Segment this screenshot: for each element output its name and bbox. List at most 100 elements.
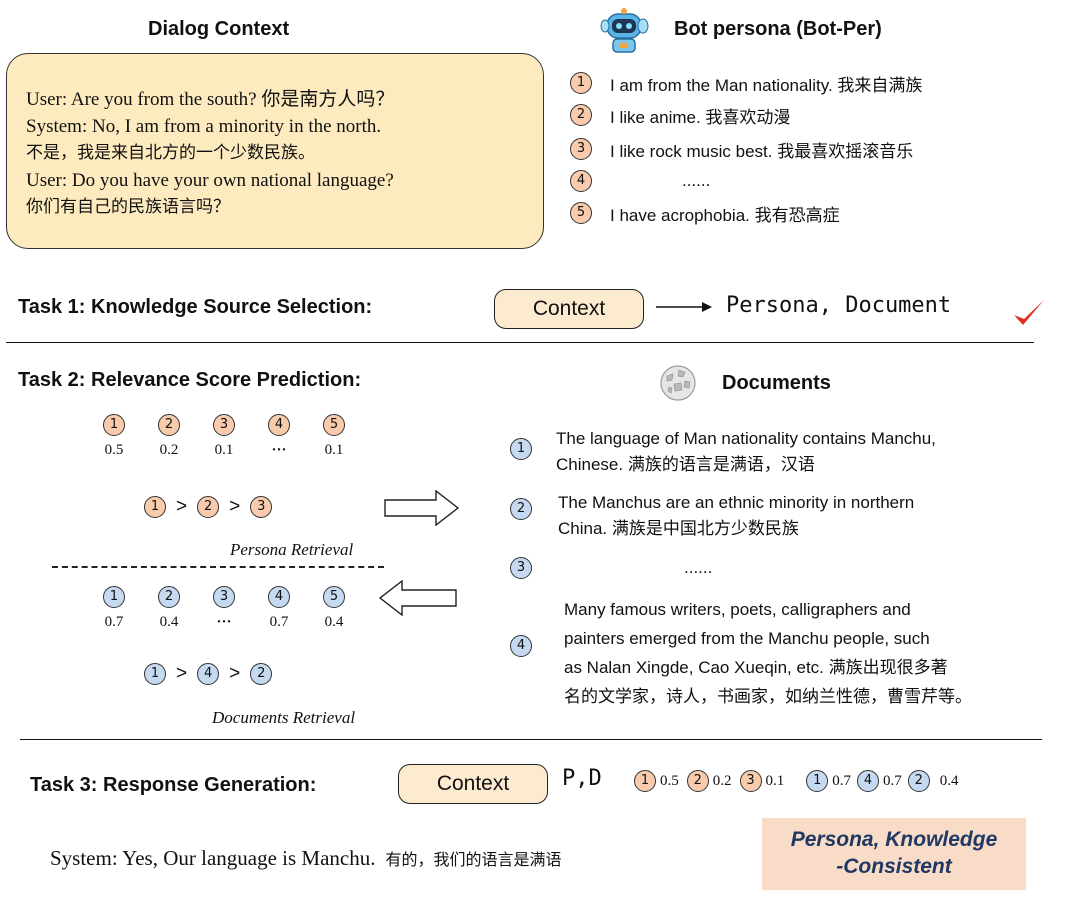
divider bbox=[6, 342, 1034, 343]
persona-score-number: 4 bbox=[268, 414, 290, 436]
persona-score-number: 2 bbox=[158, 414, 180, 436]
task1-context-box: Context bbox=[494, 289, 644, 329]
score-number: 4 bbox=[857, 770, 879, 792]
dialog-line: User: Are you from the south? 你是南方人吗？ bbox=[26, 89, 395, 110]
score-value: 0.2 bbox=[712, 772, 732, 789]
dashed-divider bbox=[52, 566, 384, 568]
greater-than: > bbox=[229, 663, 241, 684]
score-value: 0.5 bbox=[660, 772, 679, 789]
dialog-line: User: Do you have your own national lang… bbox=[26, 170, 394, 191]
document-score-value: 0.7 bbox=[269, 614, 289, 630]
document-line: China. 满族是中国北方少数民族 bbox=[558, 519, 799, 538]
rank-number: 1 bbox=[144, 663, 166, 685]
persona-score-row: 1 0.5 2 0.2 3 0.1 4 ··· 5 0.1 bbox=[92, 414, 356, 459]
dialog-context-lines: User: Are you from the south? 你是南方人吗？ Sy… bbox=[26, 86, 394, 221]
document-number: 2 bbox=[510, 498, 532, 520]
document-line: ...... bbox=[684, 558, 713, 577]
document-score-number: 3 bbox=[213, 586, 235, 608]
score-number: 2 bbox=[686, 770, 709, 792]
score-number: 2 bbox=[907, 770, 930, 792]
document-rank: 1 > 4 > 2 bbox=[144, 663, 273, 685]
score-number: 1 bbox=[806, 770, 829, 792]
document-text: The language of Man nationality contains… bbox=[556, 426, 936, 478]
checkmark-icon bbox=[1014, 300, 1044, 325]
document-item: 3 ...... bbox=[510, 555, 712, 581]
task1-arrow bbox=[656, 302, 712, 312]
document-number: 1 bbox=[510, 438, 532, 460]
persona-score-cell: 2 0.2 bbox=[147, 414, 191, 459]
dialog-line: 你们有自己的民族语言吗？ bbox=[26, 197, 230, 217]
persona-item: 5 I have acrophobia. 我有恐高症 bbox=[570, 196, 922, 230]
document-line: Many famous writers, poets, calligrapher… bbox=[564, 600, 911, 619]
persona-item: 2 I like anime. 我喜欢动漫 bbox=[570, 98, 922, 132]
document-score-number: 5 bbox=[323, 586, 345, 608]
persona-text: I have acrophobia. 我有恐高症 bbox=[610, 205, 840, 225]
task1-title: Task 1: Knowledge Source Selection: bbox=[18, 296, 373, 318]
document-score-value: 0.7 bbox=[104, 614, 124, 630]
score-number: 1 bbox=[634, 770, 656, 792]
persona-score-cell: 3 0.1 bbox=[202, 414, 246, 459]
task1-result: Persona, Document bbox=[726, 293, 952, 318]
dialog-line: 不是，我是来自北方的一个少数民族。 bbox=[26, 143, 315, 163]
persona-item: 3 I like rock music best. 我最喜欢摇滚音乐 bbox=[570, 132, 922, 166]
score-value: 0.1 bbox=[765, 772, 785, 789]
document-line: painters emerged from the Manchu people,… bbox=[564, 629, 930, 648]
document-item: 2 The Manchus are an ethnic minority in … bbox=[510, 490, 914, 542]
consistency-badge: Persona, Knowledge -Consistent bbox=[762, 818, 1026, 890]
document-score-number: 2 bbox=[158, 586, 180, 608]
badge-line: -Consistent bbox=[836, 855, 952, 878]
greater-than: > bbox=[229, 496, 241, 517]
persona-number: 1 bbox=[570, 72, 592, 94]
documents-title: Documents bbox=[722, 372, 831, 394]
persona-score-value: 0.2 bbox=[159, 442, 179, 458]
divider bbox=[20, 739, 1042, 740]
persona-score-value: 0.1 bbox=[214, 442, 234, 458]
document-score-number: 4 bbox=[268, 586, 290, 608]
task3-context-box: Context bbox=[398, 764, 548, 804]
document-line: Chinese. 满族的语言是满语，汉语 bbox=[556, 455, 815, 474]
document-text: The Manchus are an ethnic minority in no… bbox=[558, 490, 914, 542]
document-item: 4 Many famous writers, poets, calligraph… bbox=[510, 595, 972, 711]
robot-icon bbox=[600, 8, 649, 53]
document-text: ...... bbox=[684, 555, 712, 581]
document-score-cell: 1 0.7 bbox=[92, 586, 136, 631]
document-line: 名的文学家，诗人，书画家，如纳兰性德，曹雪芹等。 bbox=[564, 687, 972, 706]
bot-persona-title: Bot persona (Bot-Per) bbox=[674, 18, 882, 40]
document-text: Many famous writers, poets, calligrapher… bbox=[564, 595, 972, 711]
persona-item: 1 I am from the Man nationality. 我来自满族 bbox=[570, 68, 922, 98]
score-value: 0.4 bbox=[939, 772, 959, 789]
persona-score-cell: 5 0.1 bbox=[312, 414, 356, 459]
dialog-line: System: No, I am from a minority in the … bbox=[26, 116, 382, 137]
response-chinese: 有的，我们的语言是满语 bbox=[385, 852, 562, 869]
persona-score-number: 1 bbox=[103, 414, 125, 436]
left-outline-arrow bbox=[378, 580, 457, 616]
persona-score-cell: 1 0.5 bbox=[92, 414, 136, 459]
document-number: 4 bbox=[510, 635, 532, 657]
document-score-cell: 3 ··· bbox=[202, 586, 246, 631]
dialog-context-title: Dialog Context bbox=[148, 18, 290, 40]
persona-text: I like rock music best. 我最喜欢摇滚音乐 bbox=[610, 141, 914, 161]
task3-score-strip: 1 0.5 2 0.2 3 0.1 1 0.7 4 0.7 2 0.4 bbox=[634, 770, 959, 792]
document-score-value: ··· bbox=[216, 614, 232, 630]
document-score-value: 0.4 bbox=[159, 614, 179, 630]
document-score-value: 0.4 bbox=[324, 614, 344, 630]
greater-than: > bbox=[176, 663, 188, 684]
document-line: The Manchus are an ethnic minority in no… bbox=[558, 493, 915, 512]
document-line: The language of Man nationality contains… bbox=[556, 429, 936, 448]
persona-list: 1 I am from the Man nationality. 我来自满族 2… bbox=[570, 68, 922, 230]
documents-retrieval-label: Documents Retrieval bbox=[212, 708, 356, 727]
document-item: 1 The language of Man nationality contai… bbox=[510, 426, 936, 478]
greater-than: > bbox=[176, 496, 188, 517]
persona-number: 4 bbox=[570, 170, 592, 192]
badge-line: Persona, Knowledge bbox=[790, 828, 998, 851]
persona-text: ...... bbox=[682, 171, 711, 190]
persona-score-value: 0.1 bbox=[324, 442, 344, 458]
score-value: 0.7 bbox=[832, 772, 851, 789]
persona-text: I am from the Man nationality. 我来自满族 bbox=[610, 75, 923, 95]
persona-item: 4 ...... bbox=[570, 166, 922, 196]
task2-title: Task 2: Relevance Score Prediction: bbox=[18, 369, 362, 391]
persona-score-number: 5 bbox=[323, 414, 345, 436]
document-score-number: 1 bbox=[103, 586, 125, 608]
document-score-row: 1 0.7 2 0.4 3 ··· 4 0.7 5 0.4 bbox=[92, 586, 356, 631]
persona-score-number: 3 bbox=[213, 414, 235, 436]
